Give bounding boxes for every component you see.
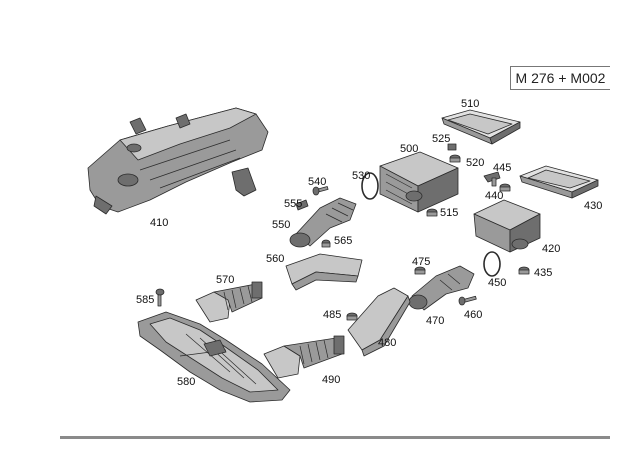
- filter-element-510[interactable]: [441, 109, 521, 145]
- air-duct-560[interactable]: [285, 253, 363, 291]
- grommet-485[interactable]: [346, 312, 358, 321]
- part-number-500: 500: [400, 143, 418, 155]
- grommet-520[interactable]: [449, 154, 461, 163]
- part-number-435: 435: [534, 267, 552, 279]
- filter-housing-420[interactable]: [473, 199, 541, 253]
- grommet-475[interactable]: [414, 266, 426, 275]
- part-number-420: 420: [542, 243, 560, 255]
- bolt-585[interactable]: [155, 288, 165, 307]
- bottom-divider: [60, 436, 610, 439]
- part-number-485: 485: [323, 309, 341, 321]
- part-number-410: 410: [150, 217, 168, 229]
- engine-cover-410[interactable]: [87, 107, 269, 215]
- part-number-520: 520: [466, 157, 484, 169]
- seal-ring-530[interactable]: [361, 172, 379, 200]
- part-number-515: 515: [440, 207, 458, 219]
- part-number-570: 570: [216, 274, 234, 286]
- intake-pipe-490[interactable]: [263, 335, 345, 379]
- part-number-480: 480: [378, 337, 396, 349]
- part-number-525: 525: [432, 133, 450, 145]
- part-number-510: 510: [461, 98, 479, 110]
- part-number-470: 470: [426, 315, 444, 327]
- bolt-540[interactable]: [312, 186, 329, 196]
- lower-guide-580[interactable]: [137, 311, 291, 403]
- grommet-435[interactable]: [518, 266, 530, 275]
- part-number-540: 540: [308, 176, 326, 188]
- part-number-585: 585: [136, 294, 154, 306]
- part-number-565: 565: [334, 235, 352, 247]
- intake-pipe-570[interactable]: [195, 281, 263, 323]
- engine-code-label: M 276 + M002: [510, 66, 610, 90]
- part-number-560: 560: [266, 253, 284, 265]
- part-number-530: 530: [352, 170, 370, 182]
- seal-ring-450[interactable]: [483, 251, 501, 277]
- part-number-475: 475: [412, 256, 430, 268]
- part-number-490: 490: [322, 374, 340, 386]
- air-duct-480[interactable]: [347, 287, 411, 357]
- grommet-515[interactable]: [426, 208, 438, 217]
- part-number-555: 555: [284, 198, 302, 210]
- grommet-565[interactable]: [321, 239, 331, 248]
- sensor-445[interactable]: [483, 171, 501, 187]
- part-number-580: 580: [177, 376, 195, 388]
- filter-element-430[interactable]: [519, 165, 599, 199]
- intake-hose-550[interactable]: [289, 197, 357, 248]
- part-number-450: 450: [488, 277, 506, 289]
- bolt-460[interactable]: [458, 295, 477, 306]
- part-number-440: 440: [485, 190, 503, 202]
- part-number-445: 445: [493, 162, 511, 174]
- part-number-430: 430: [584, 200, 602, 212]
- filter-housing-500[interactable]: [379, 151, 459, 213]
- grommet-440[interactable]: [499, 183, 511, 192]
- part-number-460: 460: [464, 309, 482, 321]
- fitting-525[interactable]: [447, 143, 457, 151]
- clip-555[interactable]: [295, 199, 309, 211]
- part-number-550: 550: [272, 219, 290, 231]
